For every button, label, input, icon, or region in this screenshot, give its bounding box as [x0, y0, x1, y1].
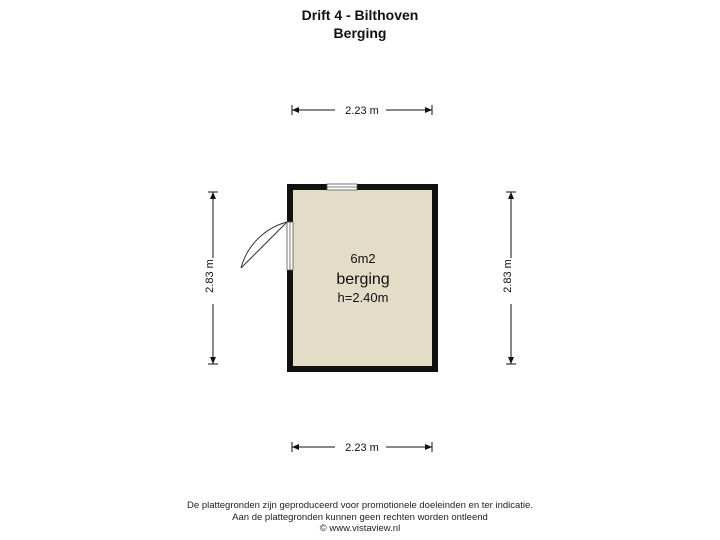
- door-swing-arc: [240, 221, 288, 269]
- room-area: 6m2: [350, 251, 375, 266]
- door: [240, 221, 294, 271]
- dimension-label-left: 2.83 m: [204, 259, 216, 293]
- window: [326, 183, 358, 191]
- dimension-right: 2.83 m: [502, 191, 516, 365]
- title-block: Drift 4 - Bilthoven Berging: [0, 6, 720, 42]
- dimension-bottom: 2.23 m: [291, 442, 433, 454]
- plan-title: Drift 4 - Bilthoven: [301, 7, 419, 23]
- room-height: h=2.40m: [338, 290, 389, 305]
- room-name: berging: [336, 271, 389, 288]
- plan-subtitle: Berging: [333, 25, 387, 41]
- disclaimer-line-2: Aan de plattegronden kunnen geen rechten…: [232, 511, 488, 523]
- disclaimer-line-1: De plattegronden zijn geproduceerd voor …: [187, 500, 533, 511]
- disclaimer: De plattegronden zijn geproduceerd voor …: [0, 500, 720, 535]
- dimension-label-bottom: 2.23 m: [345, 442, 379, 454]
- dimension-label-top: 2.23 m: [345, 105, 379, 117]
- dimension-top: 2.23 m: [291, 105, 433, 117]
- room-floor: [293, 190, 432, 366]
- dimension-label-right: 2.83 m: [502, 259, 514, 293]
- copyright-link[interactable]: © www.vistaview.nl: [319, 523, 401, 534]
- dimension-left: 2.83 m: [204, 191, 218, 365]
